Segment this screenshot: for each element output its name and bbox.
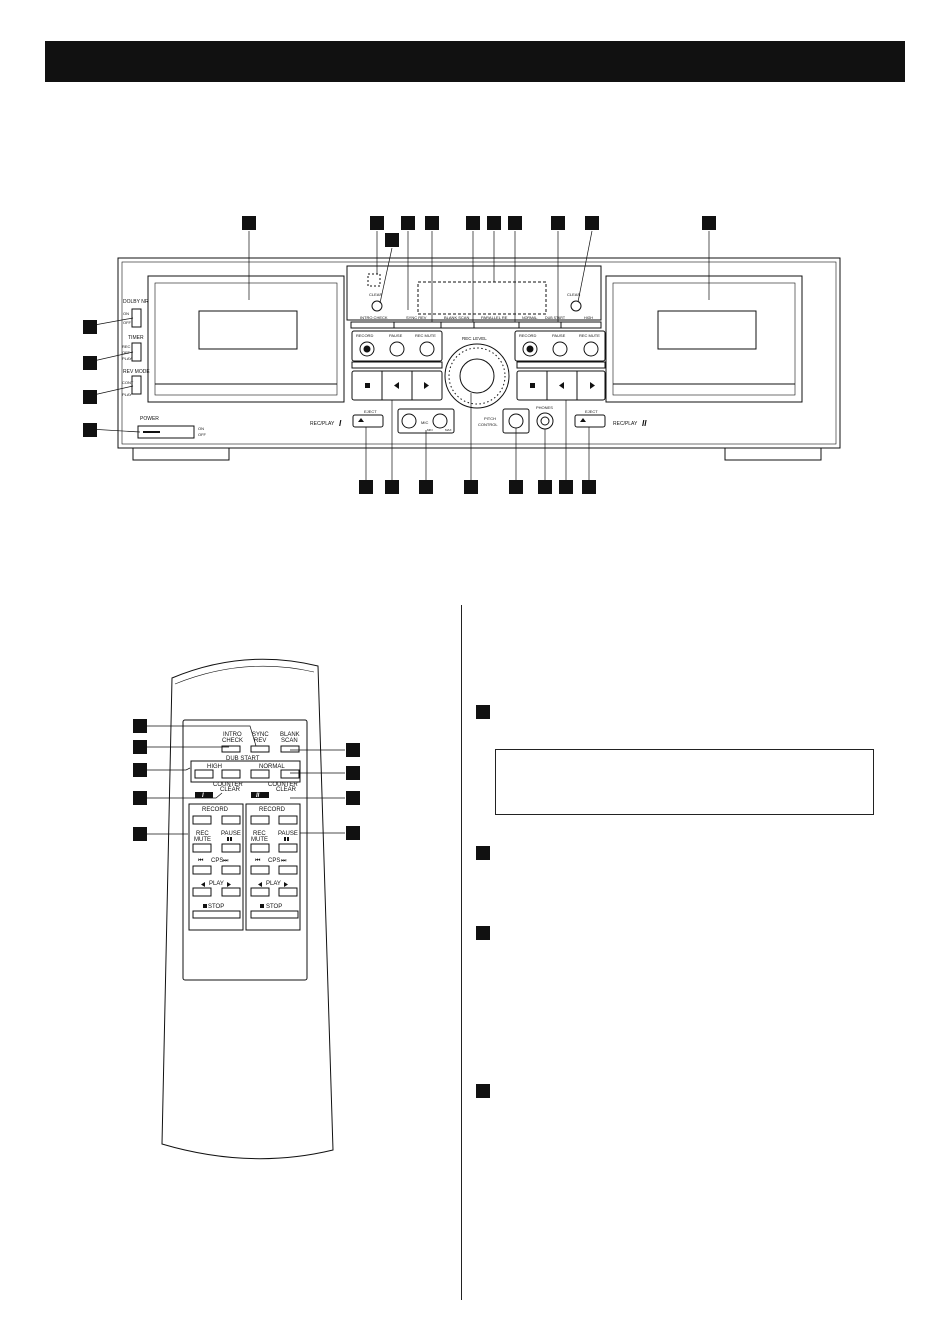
svg-text:ON: ON: [198, 426, 204, 431]
svg-text:MIN: MIN: [427, 428, 433, 432]
svg-text:CLEAR: CLEAR: [276, 787, 297, 793]
svg-text:RECORD: RECORD: [356, 333, 373, 338]
svg-text:CLEAR: CLEAR: [220, 787, 241, 793]
svg-text:NORMAL: NORMAL: [522, 316, 537, 320]
svg-text:EJECT: EJECT: [364, 409, 377, 414]
rec-play-1-label: REC/PLAY: [310, 421, 335, 427]
svg-text:REC: REC: [122, 344, 131, 349]
rec-play-2-label: REC/PLAY: [613, 421, 638, 427]
svg-text:⏮: ⏮: [255, 858, 261, 864]
svg-text:NORMAL: NORMAL: [259, 764, 285, 770]
svg-text:BLANK SCAN: BLANK SCAN: [444, 315, 469, 320]
svg-text:STOP: STOP: [266, 904, 282, 910]
note-box: [495, 749, 874, 815]
svg-text:CONT: CONT: [122, 380, 134, 385]
svg-text:COUNTER: COUNTER: [268, 782, 298, 788]
svg-text:I: I: [339, 419, 342, 428]
svg-text:PAUSE: PAUSE: [552, 333, 566, 338]
svg-text:RECORD: RECORD: [259, 807, 286, 813]
svg-text:SCAN: SCAN: [281, 738, 298, 744]
item-marker: [476, 1084, 490, 1098]
svg-text:DUB START: DUB START: [226, 756, 260, 762]
svg-text:MAX: MAX: [445, 428, 452, 432]
svg-text:HIGH: HIGH: [207, 764, 222, 770]
svg-text:OFF: OFF: [122, 350, 131, 355]
svg-text:REC LEVEL: REC LEVEL: [462, 336, 487, 341]
svg-text:REC MUTE: REC MUTE: [579, 333, 600, 338]
svg-text:⏭: ⏭: [281, 858, 287, 864]
svg-text:PLAY: PLAY: [266, 881, 281, 887]
dolby-nr-label: DOLBY NR: [123, 299, 149, 305]
svg-text:PAUSE: PAUSE: [389, 333, 403, 338]
svg-text:SYNC REV: SYNC REV: [406, 315, 427, 320]
svg-text:REC: REC: [253, 831, 266, 837]
svg-text:CONTROL: CONTROL: [478, 422, 498, 427]
svg-text:MUTE: MUTE: [251, 837, 268, 843]
svg-text:RECORD: RECORD: [519, 333, 536, 338]
svg-text:II: II: [256, 793, 260, 799]
front-panel-diagram: DOLBY NR ON OFF TIMER REC OFF PLAY REV M…: [83, 216, 841, 494]
svg-text:INTRO CHECK: INTRO CHECK: [360, 315, 388, 320]
svg-text:DUB START: DUB START: [545, 316, 566, 320]
svg-text:PLAY: PLAY: [122, 356, 132, 361]
remote-control-diagram: I II INTRO CHECK SYNC REV BLANK SCAN DUB…: [133, 658, 360, 1160]
svg-text:PAUSE: PAUSE: [278, 831, 298, 837]
svg-text:PHONES: PHONES: [536, 405, 553, 410]
svg-text:HIGH: HIGH: [584, 316, 593, 320]
svg-text:PAUSE: PAUSE: [221, 831, 241, 837]
svg-text:BLANK: BLANK: [280, 732, 300, 738]
svg-text:CPS: CPS: [268, 858, 280, 864]
svg-text:I: I: [202, 793, 204, 799]
column-divider: [461, 605, 462, 1300]
power-label: POWER: [140, 416, 159, 422]
timer-label: TIMER: [128, 335, 144, 341]
svg-text:MUTE: MUTE: [194, 837, 211, 843]
svg-text:ON: ON: [123, 311, 129, 316]
svg-text:COUNTER: COUNTER: [213, 782, 243, 788]
svg-text:PLAY: PLAY: [122, 392, 132, 397]
item-marker: [476, 705, 490, 719]
svg-text:OFF: OFF: [123, 320, 132, 325]
svg-text:REC: REC: [196, 831, 209, 837]
svg-text:⏮: ⏮: [198, 858, 204, 864]
svg-text:PITCH: PITCH: [484, 416, 496, 421]
svg-text:⏭: ⏭: [223, 858, 229, 864]
svg-text:CLEAR: CLEAR: [567, 292, 580, 297]
svg-text:PARALLEL RE: PARALLEL RE: [481, 315, 508, 320]
item-marker: [476, 846, 490, 860]
svg-text:INTRO: INTRO: [223, 732, 242, 738]
svg-text:OFF: OFF: [198, 432, 207, 437]
svg-text:REC MUTE: REC MUTE: [415, 333, 436, 338]
svg-text:II: II: [642, 419, 647, 428]
svg-text:CHECK: CHECK: [222, 738, 243, 744]
svg-text:MIC: MIC: [421, 420, 428, 425]
svg-text:STOP: STOP: [208, 904, 224, 910]
svg-text:CLEAR: CLEAR: [369, 292, 382, 297]
svg-text:PLAY: PLAY: [209, 881, 224, 887]
svg-text:RECORD: RECORD: [202, 807, 229, 813]
svg-text:CPS: CPS: [211, 858, 223, 864]
svg-text:SYNC: SYNC: [252, 732, 269, 738]
svg-text:REV: REV: [254, 738, 266, 744]
rev-mode-label: REV MODE: [123, 369, 150, 375]
section-header-bar: [45, 41, 905, 82]
svg-text:EJECT: EJECT: [585, 409, 598, 414]
item-marker: [476, 926, 490, 940]
